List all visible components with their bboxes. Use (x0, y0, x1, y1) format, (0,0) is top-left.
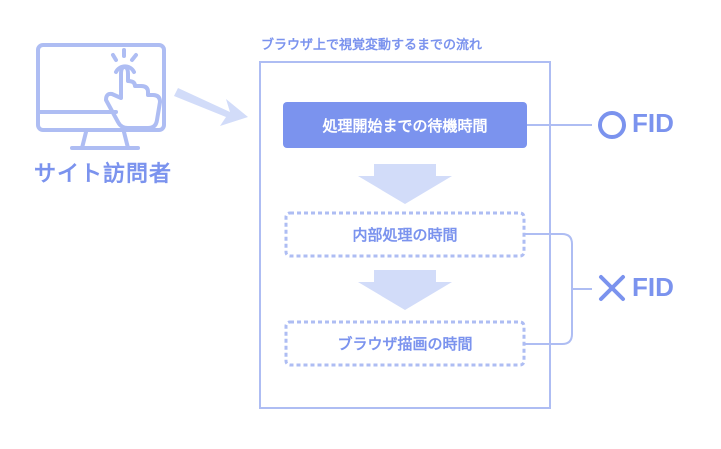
step-label-browser-render: ブラウザ描画の時間 (337, 335, 473, 353)
bracket-excluded (524, 233, 573, 345)
fid-excluded-label: FID (632, 272, 674, 302)
down-arrow-1 (358, 164, 452, 204)
flow-title: ブラウザ上で視覚変動するまでの流れ (261, 38, 483, 53)
step-label-internal-process: 内部処理の時間 (352, 226, 458, 244)
circle-mark-icon (598, 111, 626, 139)
monitor-screen (36, 43, 166, 132)
down-arrow-2 (358, 270, 452, 310)
monitor-stand (80, 130, 130, 150)
entry-arrow (174, 88, 248, 126)
step-label-wait-time: 処理開始までの待機時間 (322, 116, 488, 135)
monitor-touch-icon (36, 43, 166, 150)
cross-mark-icon (599, 275, 625, 301)
fid-included-label: FID (632, 108, 674, 138)
visitor-label: サイト訪問者 (34, 162, 173, 187)
step-box-wait-time (283, 102, 527, 148)
hand-shape (104, 65, 162, 130)
